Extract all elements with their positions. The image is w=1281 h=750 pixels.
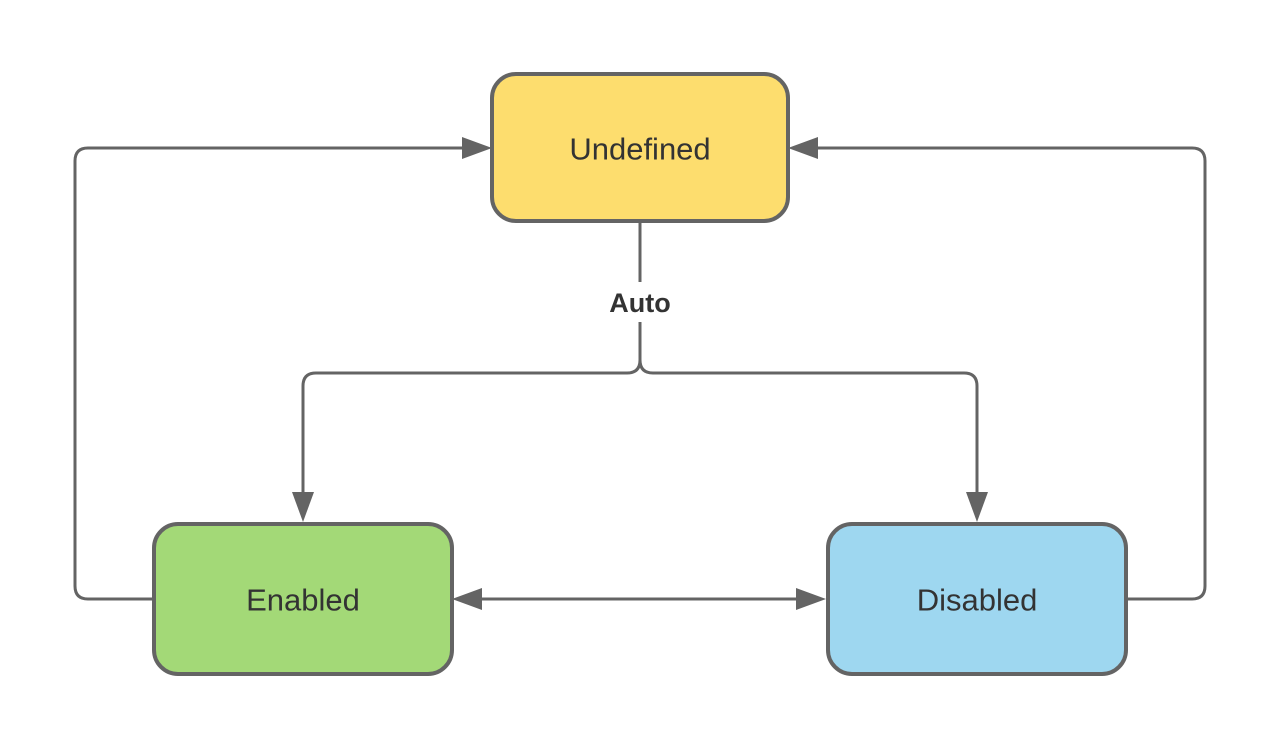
arrowhead-into-disabled-left <box>796 588 826 610</box>
arrowhead-into-undefined-right <box>788 137 818 159</box>
edge-undefined-to-enabled-path[interactable] <box>301 221 642 492</box>
edge-disabled-to-undefined[interactable] <box>788 137 1207 601</box>
edge-label-auto: Auto <box>609 288 670 318</box>
arrowhead-into-enabled-right <box>452 588 482 610</box>
edge-enabled-disabled-bidirectional[interactable] <box>452 588 826 610</box>
node-disabled-label: Disabled <box>917 583 1038 618</box>
arrowhead-into-enabled-top <box>292 492 314 522</box>
node-disabled-shape[interactable] <box>826 522 1128 676</box>
node-undefined-shape[interactable] <box>490 72 790 223</box>
edge-enabled-to-undefined[interactable] <box>73 137 492 601</box>
auto-label-halo <box>597 282 685 322</box>
node-enabled[interactable]: Enabled <box>152 522 454 676</box>
node-disabled[interactable]: Disabled <box>826 522 1128 676</box>
edge-undefined-to-enabled[interactable] <box>292 221 642 522</box>
edge-disabled-to-undefined-path[interactable] <box>818 146 1207 601</box>
node-undefined[interactable]: Undefined <box>490 72 790 223</box>
edge-undefined-to-disabled[interactable] <box>638 221 988 522</box>
edge-enabled-to-undefined-path[interactable] <box>73 146 462 601</box>
node-undefined-label: Undefined <box>569 132 710 167</box>
arrowhead-into-disabled-top <box>966 492 988 522</box>
arrowhead-into-undefined-left <box>462 137 492 159</box>
edge-label-auto-group[interactable]: Auto <box>597 282 685 322</box>
node-enabled-shape[interactable] <box>152 522 454 676</box>
node-enabled-label: Enabled <box>246 583 360 618</box>
edge-undefined-to-disabled-path[interactable] <box>638 221 979 492</box>
